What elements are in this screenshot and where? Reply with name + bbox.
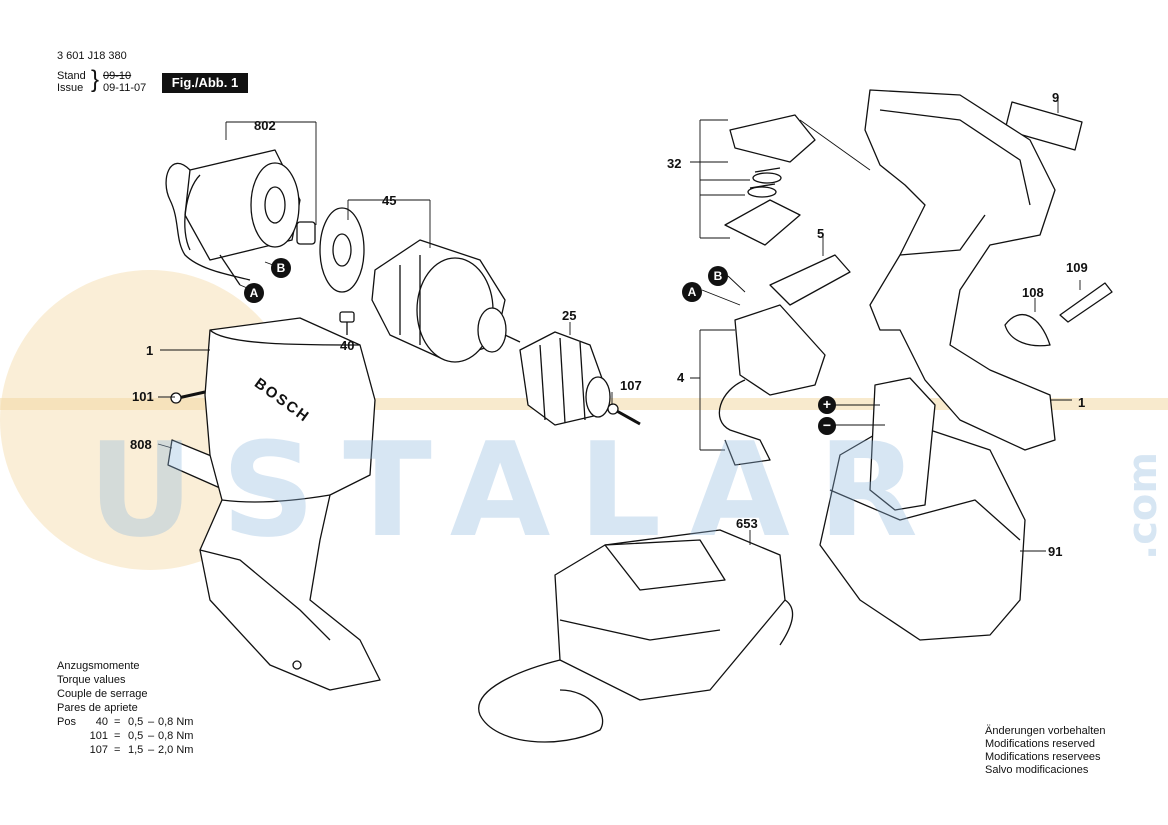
note-en: Modifications reserved — [985, 738, 1096, 750]
torque-title-de: Anzugsmomente — [57, 660, 140, 672]
torque-max: 0,8 Nm — [158, 716, 194, 728]
figure-badge: Fig./Abb. 1 — [162, 73, 248, 93]
part-label-101: 101 — [132, 389, 154, 404]
screw-107 — [607, 403, 641, 426]
stand-label: Stand — [57, 70, 86, 82]
part-label-32: 32 — [667, 156, 682, 171]
part-label-4: 4 — [677, 370, 685, 385]
new-date: 09-11-07 — [103, 82, 147, 94]
screw-40 — [339, 311, 355, 335]
part-label-802: 802 — [254, 118, 276, 133]
torque-min: 0,5 — [128, 730, 144, 742]
part-label-808: 808 — [130, 437, 152, 452]
slider-5 — [769, 254, 851, 306]
housing-right-1 — [864, 89, 1056, 451]
old-date: 09-10 — [103, 70, 132, 82]
marker-b-right: B — [708, 266, 728, 286]
switch-4 — [718, 304, 826, 466]
torque-dash: – — [148, 744, 155, 756]
note-es: Salvo modificaciones — [985, 764, 1089, 776]
part-label-40: 40 — [340, 338, 355, 353]
torque-max: 0,8 Nm — [158, 730, 194, 742]
part-label-108: 108 — [1022, 285, 1044, 300]
torque-pos: 107 — [89, 744, 108, 756]
part-label-109: 109 — [1066, 260, 1088, 275]
motor-802 — [165, 149, 316, 286]
note-de: Änderungen vorbehalten — [985, 725, 1106, 737]
torque-min: 1,5 — [128, 744, 144, 756]
minus-terminal-icon: − — [818, 417, 836, 435]
bit-109 — [1059, 282, 1113, 323]
torque-pos: 40 — [95, 716, 108, 728]
housing-left-1 — [199, 317, 381, 691]
part-label-653: 653 — [736, 516, 758, 531]
doc-number: 3 601 J18 380 — [57, 50, 127, 62]
marker-a-left: A — [244, 283, 264, 303]
plate-9 — [1004, 101, 1083, 151]
marker-a-right: A — [682, 282, 702, 302]
gearbox-45 — [319, 207, 521, 363]
plus-terminal-icon: + — [818, 396, 836, 414]
part-label-9: 9 — [1052, 90, 1060, 105]
charger-653 — [478, 529, 794, 743]
torque-title-fr: Couple de serrage — [57, 688, 148, 700]
torque-pos-label: Pos — [57, 716, 76, 728]
watermark-text: USTALAR — [88, 414, 946, 566]
part-label-45: 45 — [382, 193, 397, 208]
part-label-91: 91 — [1048, 544, 1063, 559]
torque-eq: = — [114, 744, 121, 756]
switch-parts-32 — [724, 114, 816, 246]
torque-eq: = — [114, 716, 121, 728]
torque-dash: – — [148, 730, 155, 742]
torque-title-en: Torque values — [57, 674, 126, 686]
chuck-25 — [519, 331, 611, 426]
torque-title-es: Pares de apriete — [57, 702, 138, 714]
torque-pos: 101 — [89, 730, 108, 742]
part-label-5: 5 — [817, 226, 825, 241]
torque-dash: – — [148, 716, 155, 728]
part-label-1-right: 1 — [1078, 395, 1086, 410]
marker-b-left: B — [271, 258, 291, 278]
part-label-107: 107 — [620, 378, 642, 393]
issue-label: Issue — [57, 82, 84, 94]
note-fr: Modifications reservees — [985, 751, 1101, 763]
brace-icon: } — [91, 66, 100, 93]
torque-max: 2,0 Nm — [158, 744, 194, 756]
torque-eq: = — [114, 730, 121, 742]
battery-91 — [819, 377, 1026, 641]
holder-108 — [1004, 313, 1051, 347]
part-label-25: 25 — [562, 308, 577, 323]
part-label-1-left: 1 — [146, 343, 154, 358]
watermark-suffix: .com — [1120, 451, 1166, 560]
screw-101 — [170, 390, 206, 404]
torque-min: 0,5 — [128, 716, 144, 728]
